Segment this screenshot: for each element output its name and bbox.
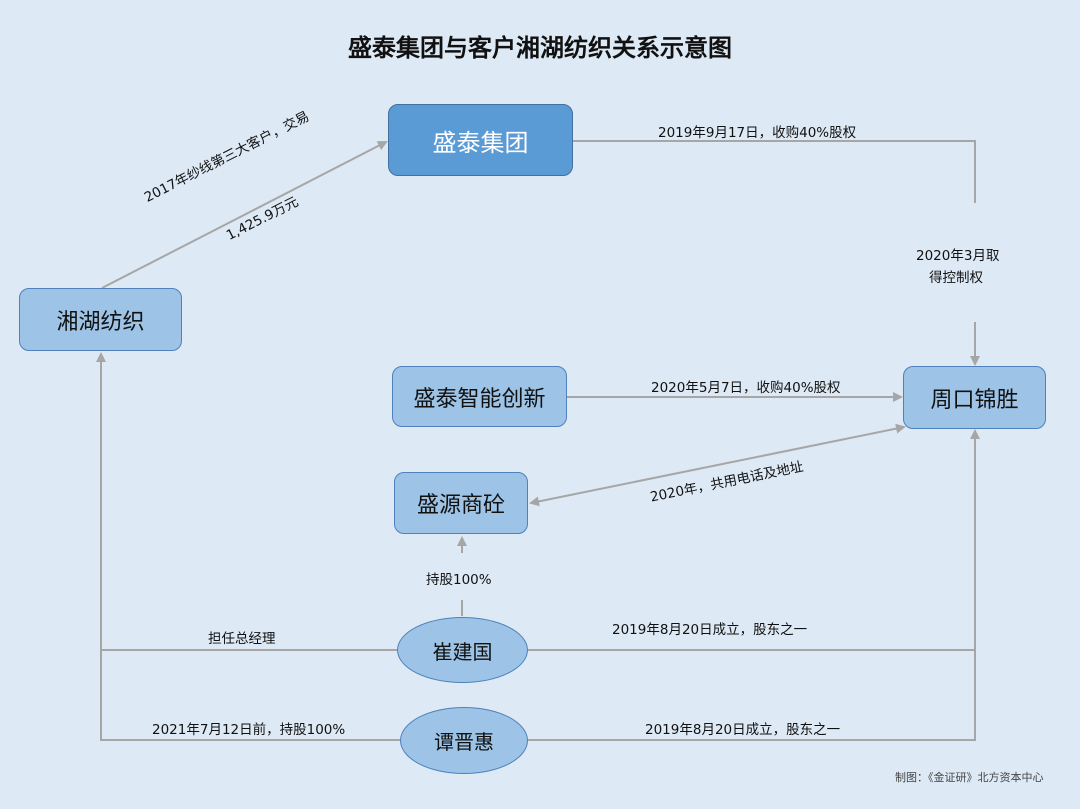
node-shengyuan: 盛源商砼 [394,472,528,534]
label-cui-zhoukou: 2019年8月20日成立，股东之一 [612,622,808,638]
edge-xianghu-group [101,141,388,289]
label-cui-xianghu: 担任总经理 [208,631,276,647]
page-title: 盛泰集团与客户湘湖纺织关系示意图 [348,34,732,62]
label-group-zhoukou-side-2: 得控制权 [929,270,983,286]
edge-group-zhoukou-a [573,140,976,203]
label-group-zhoukou-side-1: 2020年3月取 [916,248,1000,264]
credit-text: 制图：《金证研》北方资本中心 [895,771,1044,784]
node-cui: 崔建国 [397,617,528,683]
node-zhoukou: 周口锦胜 [903,366,1046,429]
edge-tan-zhoukou [528,650,976,741]
label-group-zhoukou-top: 2019年9月17日，收购40%股权 [658,125,857,141]
edge-shengyuan-zhoukou [529,423,906,507]
node-shengtai-group: 盛泰集团 [388,104,573,176]
edge-tan-xianghu [100,650,400,741]
node-shengtai-smart: 盛泰智能创新 [392,366,567,427]
node-xianghu: 湘湖纺织 [19,288,182,351]
label-smart-zhoukou: 2020年5月7日，收购40%股权 [651,380,841,396]
label-tan-xianghu: 2021年7月12日前，持股100% [152,722,346,738]
label-tan-zhoukou: 2019年8月20日成立，股东之一 [645,722,841,738]
label-cui-shengyuan: 持股100% [426,572,492,588]
node-tan: 谭晋惠 [400,707,528,774]
edge-cui-xianghu [96,352,397,651]
